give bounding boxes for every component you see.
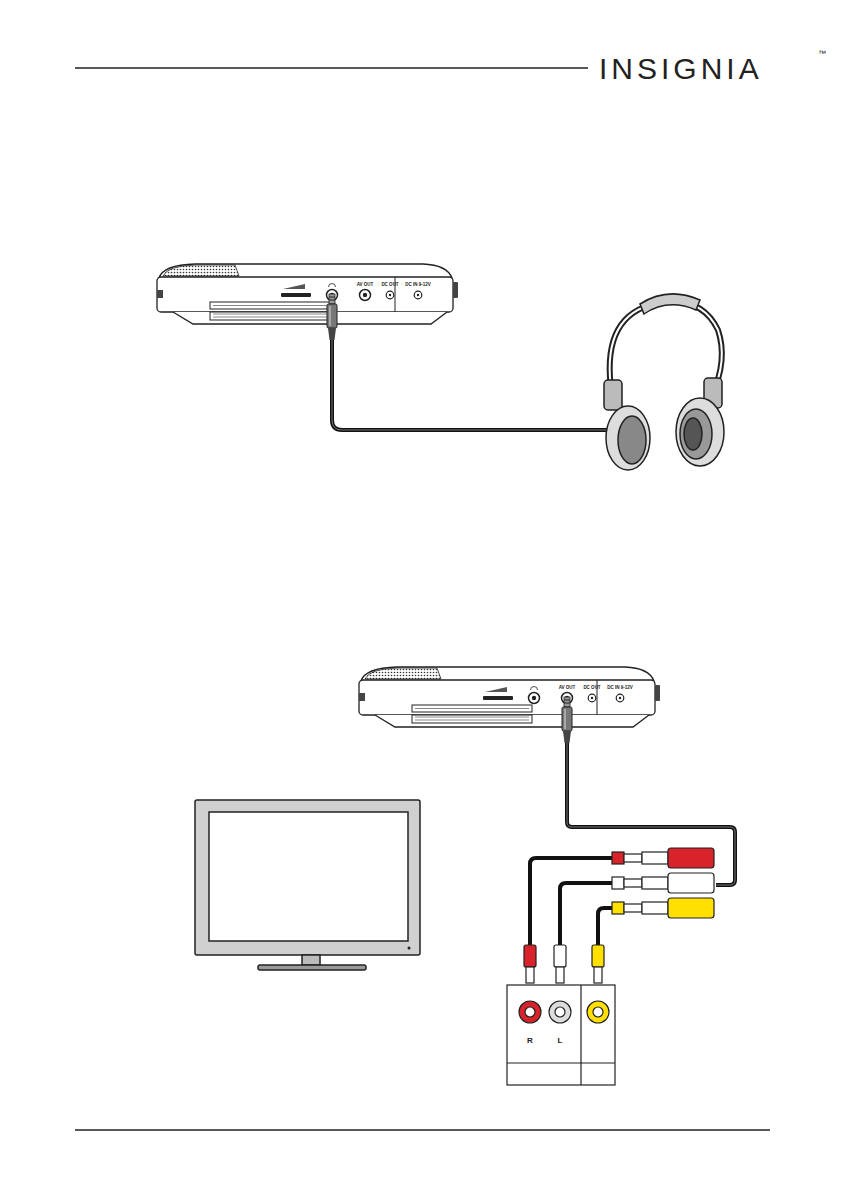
av-cable — [567, 743, 735, 885]
rca-cables — [530, 858, 612, 945]
dvd-player — [359, 667, 660, 727]
port-label: DC OUT — [381, 283, 398, 288]
brand-logo: INSIGNIA — [599, 54, 763, 84]
headphone-cable — [332, 340, 620, 430]
port-label: DC OUT — [583, 686, 600, 691]
port-label: DC IN 9-12V — [405, 283, 431, 288]
television — [195, 800, 420, 970]
port-label: DC IN 9-12V — [607, 686, 633, 691]
header-rule — [75, 67, 588, 69]
headphones — [604, 294, 724, 470]
jack-label: R — [527, 1037, 533, 1045]
port-label: AV OUT — [559, 686, 576, 691]
av-plug — [562, 697, 572, 743]
jack-label: L — [558, 1037, 563, 1045]
trademark: ™ — [818, 50, 826, 58]
dvd-player — [157, 264, 458, 324]
port-label: AV OUT — [357, 283, 374, 288]
headphone-plug — [327, 294, 337, 340]
tv-input-panel — [507, 985, 615, 1085]
footer-rule — [75, 1129, 770, 1131]
rca-couplers — [612, 848, 714, 918]
rca-plugs — [524, 945, 604, 983]
